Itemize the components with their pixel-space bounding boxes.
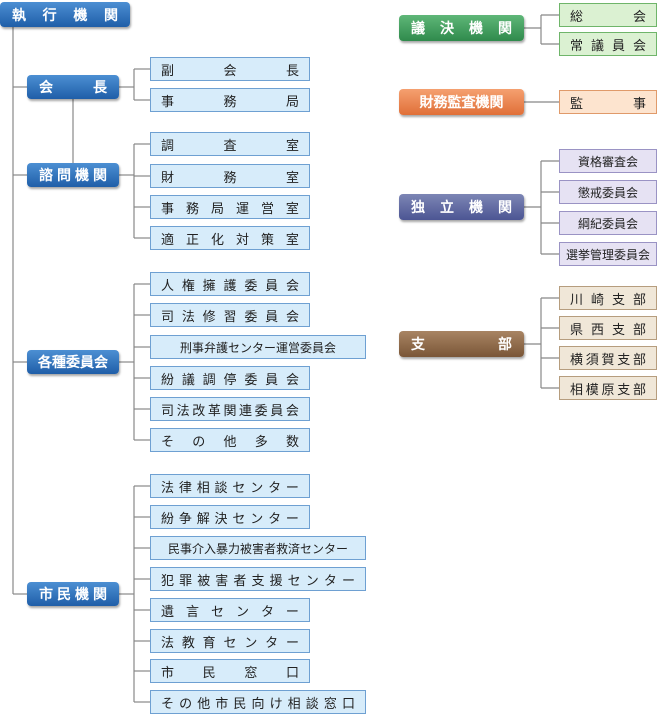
item-keiji-bengo: 刑事弁護センター運営委員会 (150, 335, 366, 359)
item-hanzai-higaisha: 犯罪被害者支援センター (150, 567, 366, 591)
item-jinken: 人権擁護委員会 (150, 272, 310, 296)
dokuritsu-header: 独立機関 (399, 194, 524, 220)
exec-header: 執行機関 (0, 2, 130, 27)
item-horitsu-sodan: 法律相談センター (150, 474, 310, 498)
branch-shimin: 市民機関 (27, 582, 119, 606)
branch-iinkai: 各種委員会 (27, 350, 119, 374)
item-shiho-shushu: 司法修習委員会 (150, 303, 310, 327)
item-shimin-madoguchi: 市民窓口 (150, 659, 310, 683)
item-tekiseika-taisakushitsu: 適正化対策室 (150, 226, 310, 250)
item-funso-kaiketsu: 紛争解決センター (150, 505, 310, 529)
item-minji-kainyu: 民事介入暴力被害者救済センター (150, 536, 366, 560)
item-kanji: 監事 (559, 90, 657, 114)
item-jogiinkai: 常議員会 (559, 32, 657, 56)
item-senkyo-kanri: 選挙管理委員会 (559, 242, 657, 266)
shibu-header: 支部 (399, 331, 524, 357)
item-fungi-chotei: 紛議調停委員会 (150, 366, 310, 390)
item-shiho-kaikaku: 司法改革関連委員会 (150, 397, 310, 421)
item-koki-iinkai: 綱紀委員会 (559, 211, 657, 235)
item-chosashitsu: 調査室 (150, 132, 310, 156)
item-fukukaicho: 副会長 (150, 57, 310, 81)
item-jimukyoku-uneishitsu: 事務局運営室 (150, 195, 310, 219)
zaimu-header: 財務監査機関 (399, 89, 524, 115)
item-kensei: 県西支部 (559, 316, 657, 340)
branch-kaicho: 会長 (27, 75, 119, 99)
item-kawasaki: 川崎支部 (559, 286, 657, 310)
item-jimukyoku: 事務局 (150, 88, 310, 112)
giketsu-header: 議決機関 (399, 15, 524, 41)
item-yokosuka: 横須賀支部 (559, 346, 657, 370)
item-sonota-shimin-madoguchi: その他市民向け相談窓口 (150, 690, 366, 714)
item-zaimushitsu: 財務室 (150, 164, 310, 188)
item-sonota-tasu: その他多数 (150, 428, 310, 452)
item-hokyoiku: 法教育センター (150, 629, 310, 653)
item-yuigon: 遺言センター (150, 598, 310, 622)
item-shikaku-shinsakai: 資格審査会 (559, 149, 657, 173)
item-sagamihara: 相模原支部 (559, 376, 657, 400)
branch-shimon: 諮問機関 (27, 163, 119, 187)
item-chokai-iinkai: 懲戒委員会 (559, 180, 657, 204)
item-sokai: 総会 (559, 3, 657, 27)
